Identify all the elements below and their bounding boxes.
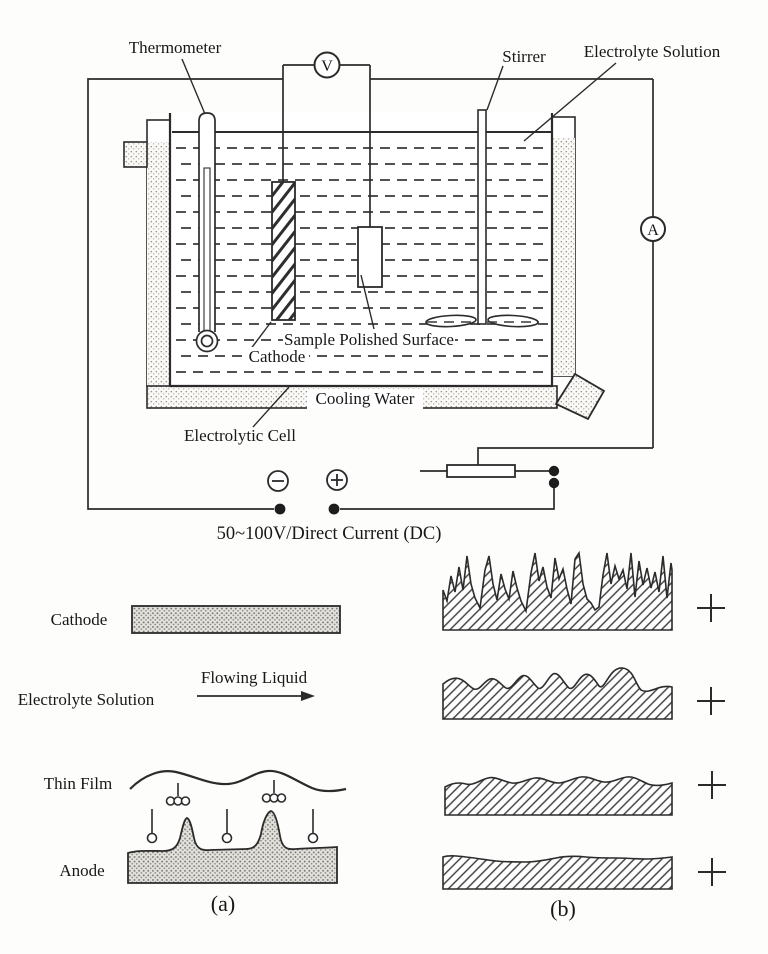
apparatus-diagram: V A [87,38,721,544]
ion-particles [146,780,319,844]
flowing-liquid-arrow [197,691,315,701]
label-halo [283,330,455,348]
rheostat [446,464,560,489]
stirrer-label: Stirrer [502,47,546,66]
cathode-label: Cathode [249,347,306,366]
terminal-dot [328,503,340,515]
panel-a-electrolyte-label: Electrolyte Solution [18,690,155,709]
panel-b-caption: (b) [550,896,576,921]
stirrer-blade-left [425,314,477,328]
panel-b-stage-2 [442,667,673,720]
panel-b-stage-3 [444,776,673,816]
panel-a: Cathode Electrolyte Solution Flowing Liq… [18,605,347,916]
thermometer [195,112,219,353]
label-halo [245,347,309,365]
sample-polished-surface-label: Sample Polished Surface [284,330,454,349]
panel-a-cathode-bar [131,605,341,634]
panel-a-cathode-label: Cathode [51,610,108,629]
dc-source [267,469,348,515]
panel-b-stage-4 [442,855,673,890]
label-leaders [181,58,617,428]
electrolyte-solution-label: Electrolyte Solution [584,42,721,61]
panel-a-anode-shape [127,810,338,884]
panel-a-anode-label: Anode [59,861,104,880]
stirrer-blade-right [487,314,539,328]
terminal-dot [274,503,286,515]
tub-left-flange [123,141,148,168]
cooling-water-label: Cooling Water [316,389,415,408]
thermometer-label: Thermometer [129,38,222,57]
circuit-wires [87,78,654,510]
panel-b-stage-1 [442,550,673,631]
ammeter: A [640,216,666,242]
sample-anode [357,65,383,288]
terminal-dot [548,477,560,489]
thin-film-curve [129,769,347,793]
power-supply-label: 50~100V/Direct Current (DC) [217,524,442,544]
voltmeter: V [283,51,370,79]
plus-sign-icons [697,594,726,886]
stirrer-rod [477,109,487,325]
label-halo [307,389,423,409]
cooling-water-tub [123,116,606,421]
terminal-dot [548,465,560,477]
flowing-liquid-label: Flowing Liquid [201,668,308,687]
stirrer [425,109,539,328]
ammeter-letter: A [647,222,659,239]
cathode-plate [271,65,296,321]
panel-b: (b) [442,550,726,921]
thin-film-label: Thin Film [44,774,112,793]
tub-spout [554,372,606,421]
panel-a-caption: (a) [211,891,235,916]
voltmeter-letter: V [321,58,333,75]
arrowhead-icon [301,691,315,701]
electrolytic-cell-label: Electrolytic Cell [184,426,296,445]
